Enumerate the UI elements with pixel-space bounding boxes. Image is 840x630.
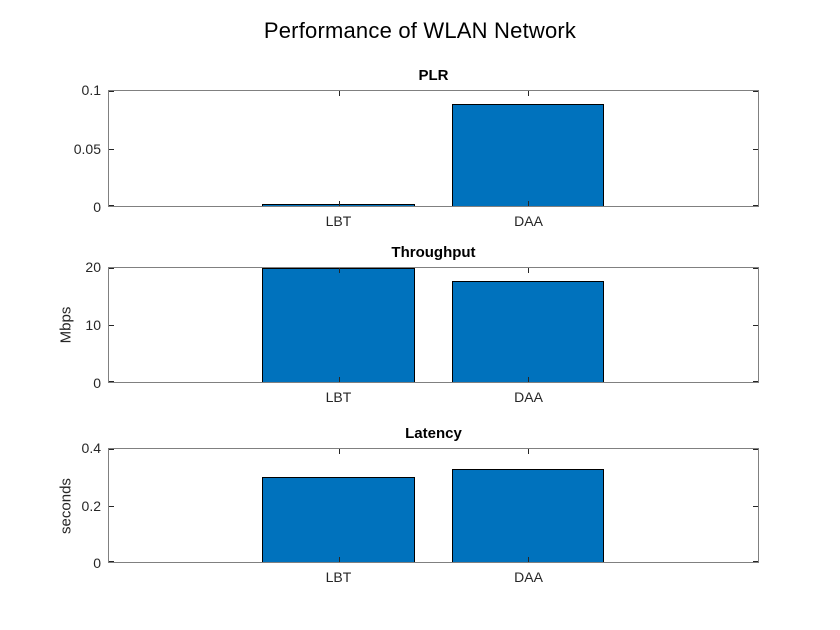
bar-lbt-plr xyxy=(262,204,415,206)
y-tick-mark xyxy=(753,325,758,326)
y-tick-mark xyxy=(109,149,114,150)
x-tick-mark xyxy=(339,377,340,382)
bar-daa-throughput xyxy=(451,280,605,382)
y-axis-label-throughput: Mbps xyxy=(57,306,75,344)
y-tick-mark xyxy=(753,506,758,507)
y-tick-label: 0 xyxy=(93,375,101,391)
y-tick-mark xyxy=(753,205,758,206)
bar-daa-plr xyxy=(451,103,605,206)
plot-area-plr xyxy=(108,90,759,207)
y-tick-label: 10 xyxy=(85,317,101,333)
y-tick-label: 0 xyxy=(93,199,101,215)
y-tick-mark xyxy=(109,561,114,562)
x-tick-mark xyxy=(528,201,529,206)
subplot-title-throughput: Throughput xyxy=(391,244,476,261)
x-tick-mark xyxy=(339,268,340,273)
x-tick-mark xyxy=(339,201,340,206)
subplot-title-latency: Latency xyxy=(405,425,462,442)
y-tick-mark xyxy=(753,149,758,150)
subplot-title-plr: PLR xyxy=(418,67,449,84)
y-tick-mark xyxy=(109,205,114,206)
x-tick-mark xyxy=(339,449,340,454)
x-tick-mark xyxy=(528,449,529,454)
y-tick-mark xyxy=(753,268,758,269)
bar-lbt-latency xyxy=(262,477,415,562)
y-tick-label: 0.1 xyxy=(81,82,101,98)
y-tick-mark xyxy=(109,381,114,382)
y-tick-mark xyxy=(109,506,114,507)
figure-title: Performance of WLAN Network xyxy=(263,18,577,43)
x-tick-mark xyxy=(528,377,529,382)
x-tick-label-daa: DAA xyxy=(514,569,543,585)
x-tick-mark xyxy=(528,268,529,273)
x-tick-mark xyxy=(528,557,529,562)
y-tick-label: 0.05 xyxy=(73,140,101,157)
y-tick-mark xyxy=(109,449,114,450)
y-tick-label: 0.2 xyxy=(81,497,101,514)
x-tick-label-daa: DAA xyxy=(514,389,543,405)
plot-area-throughput xyxy=(108,267,759,383)
y-tick-mark xyxy=(753,91,758,92)
x-tick-mark xyxy=(528,91,529,96)
x-tick-label-lbt: LBT xyxy=(325,389,352,405)
y-tick-mark xyxy=(109,91,114,92)
x-tick-label-daa: DAA xyxy=(514,213,543,229)
y-tick-mark xyxy=(109,268,114,269)
y-tick-label: 0.4 xyxy=(81,440,101,456)
bar-lbt-throughput xyxy=(262,268,415,382)
x-tick-mark xyxy=(339,557,340,562)
y-tick-label: 0 xyxy=(93,555,101,571)
plot-area-latency xyxy=(108,448,759,563)
y-axis-label-latency: seconds xyxy=(57,477,75,534)
x-tick-label-lbt: LBT xyxy=(325,213,352,229)
bar-daa-latency xyxy=(451,468,605,562)
y-tick-mark xyxy=(753,381,758,382)
y-tick-mark xyxy=(753,449,758,450)
x-tick-label-lbt: LBT xyxy=(325,569,352,585)
y-tick-label: 20 xyxy=(85,259,101,275)
x-tick-mark xyxy=(339,91,340,96)
y-tick-mark xyxy=(109,325,114,326)
y-tick-mark xyxy=(753,561,758,562)
